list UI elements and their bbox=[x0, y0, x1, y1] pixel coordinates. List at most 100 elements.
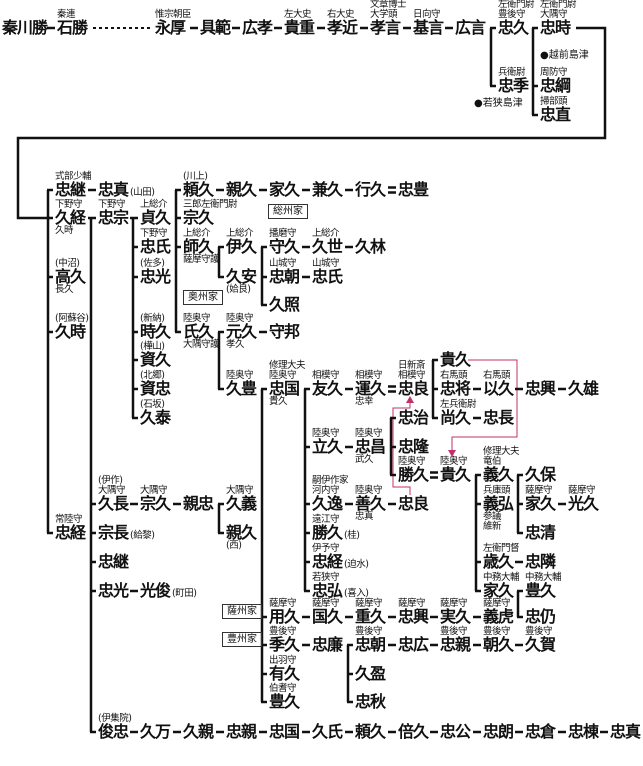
official-title: 薩摩守 bbox=[355, 598, 383, 609]
official-title: 若狭守 bbox=[312, 572, 340, 583]
official-title: 左衛門尉 bbox=[540, 0, 577, 10]
name-text: 忠経 bbox=[312, 552, 343, 571]
name-text: 尚久 bbox=[440, 408, 471, 427]
branch-family-note: (町田) bbox=[172, 588, 197, 599]
official-title: 日向守 bbox=[413, 9, 441, 20]
person-name: 忠弘(喜入) bbox=[312, 583, 369, 600]
name-text: 家久 bbox=[483, 581, 514, 600]
person-name: 義弘 bbox=[483, 496, 514, 512]
official-title: 下野守 bbox=[98, 199, 126, 210]
person-name: 永厚 bbox=[155, 20, 186, 36]
person-name: 忠秋 bbox=[355, 692, 386, 711]
name-text: 貞久 bbox=[140, 208, 171, 227]
person-name: 久逸 bbox=[312, 496, 343, 512]
name-text: 忠季 bbox=[498, 76, 529, 95]
person-name: 立久 bbox=[312, 439, 343, 455]
branch-house-label: ●若狭島津 bbox=[474, 98, 523, 109]
arrow-head bbox=[448, 450, 456, 457]
name-text: 基言 bbox=[413, 18, 444, 37]
person-name: 広言 bbox=[455, 20, 486, 36]
name-text: 国久 bbox=[312, 607, 343, 626]
official-title: 常陸守 bbox=[55, 514, 83, 525]
name-text: 忠棟 bbox=[568, 722, 599, 741]
official-title: (北郷) bbox=[140, 370, 165, 381]
name-text: 忠国 bbox=[269, 379, 300, 398]
official-title: (伊作) bbox=[98, 475, 123, 486]
name-text: 宗長 bbox=[98, 523, 129, 542]
name-text: 守邦 bbox=[269, 322, 300, 341]
person-name: 忠継 bbox=[98, 554, 129, 570]
person-name: 久林 bbox=[355, 239, 386, 255]
official-title: 文章博士 bbox=[370, 0, 407, 10]
person-name: 久義 bbox=[226, 496, 257, 512]
person-name: 貴重 bbox=[284, 20, 315, 36]
official-title: 上総介 bbox=[226, 228, 254, 239]
name-text: 久泰 bbox=[140, 408, 171, 427]
name-text: 久親 bbox=[183, 722, 214, 741]
name-text: 忠氏 bbox=[312, 267, 343, 286]
name-text: 忠清 bbox=[525, 523, 556, 542]
person-name: 忠朝 bbox=[269, 267, 300, 286]
person-name: 久盈 bbox=[355, 666, 386, 682]
official-title: 大隅守 bbox=[98, 485, 126, 496]
main-line-wrap bbox=[16, 26, 607, 220]
person-name: 親久 bbox=[226, 182, 257, 198]
name-text: 忠朝 bbox=[269, 267, 300, 286]
official-title: 陸奥守 bbox=[440, 456, 468, 467]
person-name: 守邦 bbox=[269, 322, 300, 341]
alias-note: 武久 bbox=[355, 454, 374, 465]
official-title: 相模守 bbox=[355, 370, 383, 381]
official-title: 上総介 bbox=[183, 228, 211, 239]
person-name: 忠光 bbox=[98, 583, 129, 599]
name-text: 有久 bbox=[269, 664, 300, 683]
name-text: 勝久 bbox=[312, 523, 343, 542]
person-name: 高久 bbox=[55, 267, 86, 286]
name-text: 忠親 bbox=[440, 635, 471, 654]
person-name: 勝久(桂) bbox=[312, 523, 360, 542]
name-text: 高久 bbox=[55, 267, 86, 286]
name-text: 家久 bbox=[525, 494, 556, 513]
person-name: 友久 bbox=[312, 381, 343, 397]
person-name: 師久 bbox=[183, 239, 214, 255]
house-box-label: 奥州家 bbox=[183, 290, 223, 305]
official-title: 豊後守 bbox=[440, 626, 468, 637]
person-name: 忠季 bbox=[498, 76, 529, 95]
name-text: 忠治 bbox=[398, 408, 429, 427]
name-text: 広孝 bbox=[242, 18, 273, 37]
official-title: 大学頭 bbox=[370, 9, 398, 20]
official-title: 右馬頭 bbox=[483, 370, 511, 381]
person-name: 貞久 bbox=[140, 208, 171, 227]
house-box-label: 豊州家 bbox=[222, 632, 262, 647]
person-name: 宗長(給黎) bbox=[98, 523, 155, 542]
name-text: 忠秋 bbox=[355, 692, 386, 711]
person-name: 忠経(迫水) bbox=[312, 552, 369, 571]
person-name: 久長 bbox=[98, 494, 129, 513]
official-title: 相模守 bbox=[312, 370, 340, 381]
official-title: 河内守 bbox=[312, 485, 340, 496]
official-title: (佐多) bbox=[140, 258, 165, 269]
name-text: 義虎 bbox=[483, 607, 514, 626]
name-text: 忠継 bbox=[55, 180, 86, 199]
name-text: 忠宗 bbox=[98, 208, 129, 227]
alias-note: 貴久 bbox=[269, 396, 288, 407]
official-title: 薩摩守 bbox=[312, 598, 340, 609]
person-name: 家久 bbox=[483, 581, 514, 600]
name-text: 久雄 bbox=[568, 379, 599, 398]
person-name: 忠棟 bbox=[568, 722, 599, 741]
alias-note: 久時 bbox=[55, 225, 74, 236]
person-name: 久照 bbox=[269, 297, 300, 313]
name-text: 久長 bbox=[98, 494, 129, 513]
official-title: 掃部頭 bbox=[540, 96, 568, 107]
person-name: 朝久 bbox=[483, 637, 514, 653]
person-name: 守久 bbox=[269, 239, 300, 255]
official-title: 竜伯 bbox=[483, 456, 502, 467]
person-name: 基言 bbox=[413, 18, 444, 37]
name-text: 重久 bbox=[355, 607, 386, 626]
person-name: 家久 bbox=[525, 494, 556, 513]
official-title: 薩摩守 bbox=[440, 598, 468, 609]
official-title: 豊後守 bbox=[483, 626, 511, 637]
person-name: 忠隣 bbox=[525, 554, 556, 570]
person-name: 資忠 bbox=[140, 381, 171, 397]
person-name: 忠将 bbox=[440, 381, 471, 397]
official-title: 豊後守 bbox=[269, 626, 297, 637]
